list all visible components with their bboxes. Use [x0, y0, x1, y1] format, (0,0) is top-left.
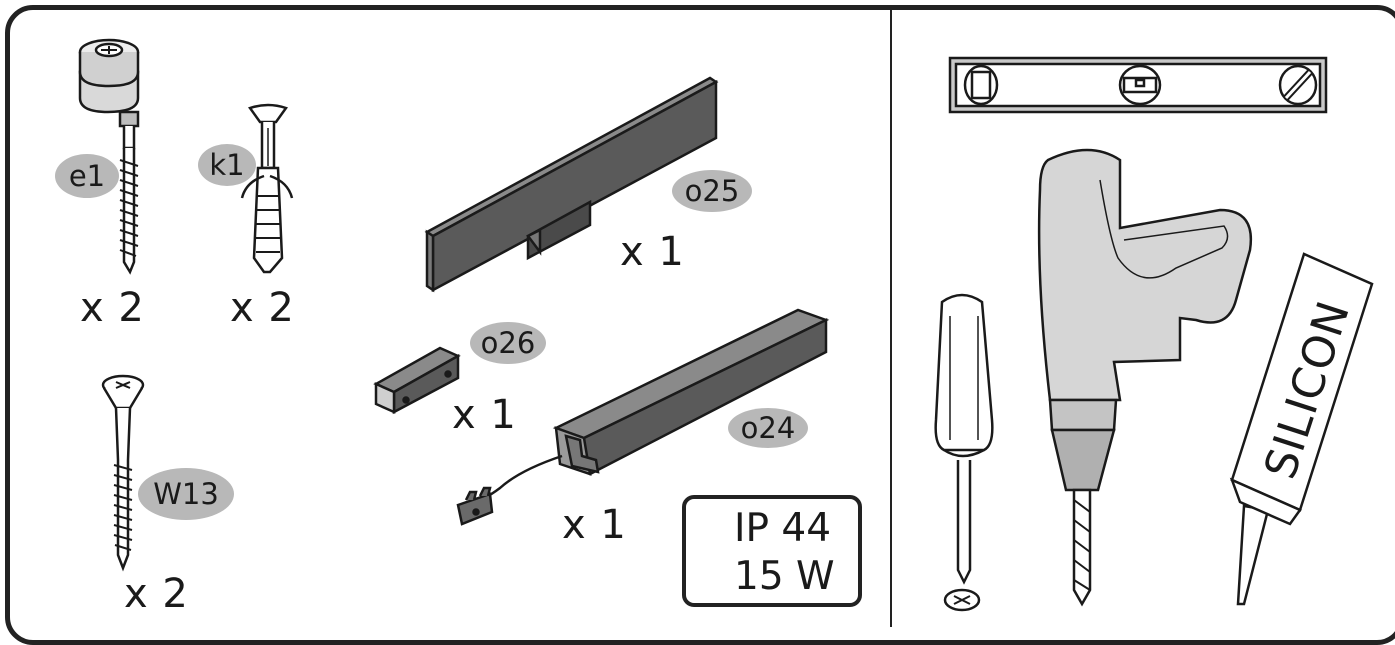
- e1-quantity: x 2: [80, 285, 145, 331]
- o26-quantity: x 1: [452, 392, 517, 438]
- w13-screw-icon: [101, 374, 145, 572]
- w13-quantity: x 2: [124, 571, 189, 617]
- e1-label: e1: [55, 154, 119, 198]
- power-spec-box: IP 44 15 W: [682, 495, 862, 607]
- screwdriver-icon: [934, 293, 994, 612]
- k1-label: k1: [198, 144, 256, 186]
- o26-clip-icon: [373, 346, 461, 415]
- drill-icon: [1037, 148, 1253, 607]
- o26-label: o26: [470, 322, 546, 364]
- k1-quantity: x 2: [230, 285, 295, 331]
- illustration-layer: [78, 38, 1374, 612]
- o25-bar-icon: [424, 76, 719, 293]
- panel-divider: [890, 10, 892, 627]
- o24-label: o24: [728, 408, 808, 448]
- w13-label: W13: [138, 468, 234, 520]
- assembly-diagram: e1 k1 W13 o25 o26 o24 x 2 x 2 x 2 x 1 x …: [5, 5, 1395, 645]
- spirit-level-icon: [948, 56, 1328, 114]
- silicone-tube-icon: [1229, 252, 1374, 606]
- o25-quantity: x 1: [620, 229, 685, 275]
- o25-label: o25: [672, 170, 752, 212]
- o24-quantity: x 1: [562, 502, 627, 548]
- o24-transformer-icon: [456, 308, 830, 526]
- e1-screw-icon: [78, 38, 140, 275]
- ip-rating: IP 44: [734, 506, 832, 551]
- wattage: 15 W: [734, 554, 835, 599]
- k1-wall-plug-icon: [240, 103, 294, 274]
